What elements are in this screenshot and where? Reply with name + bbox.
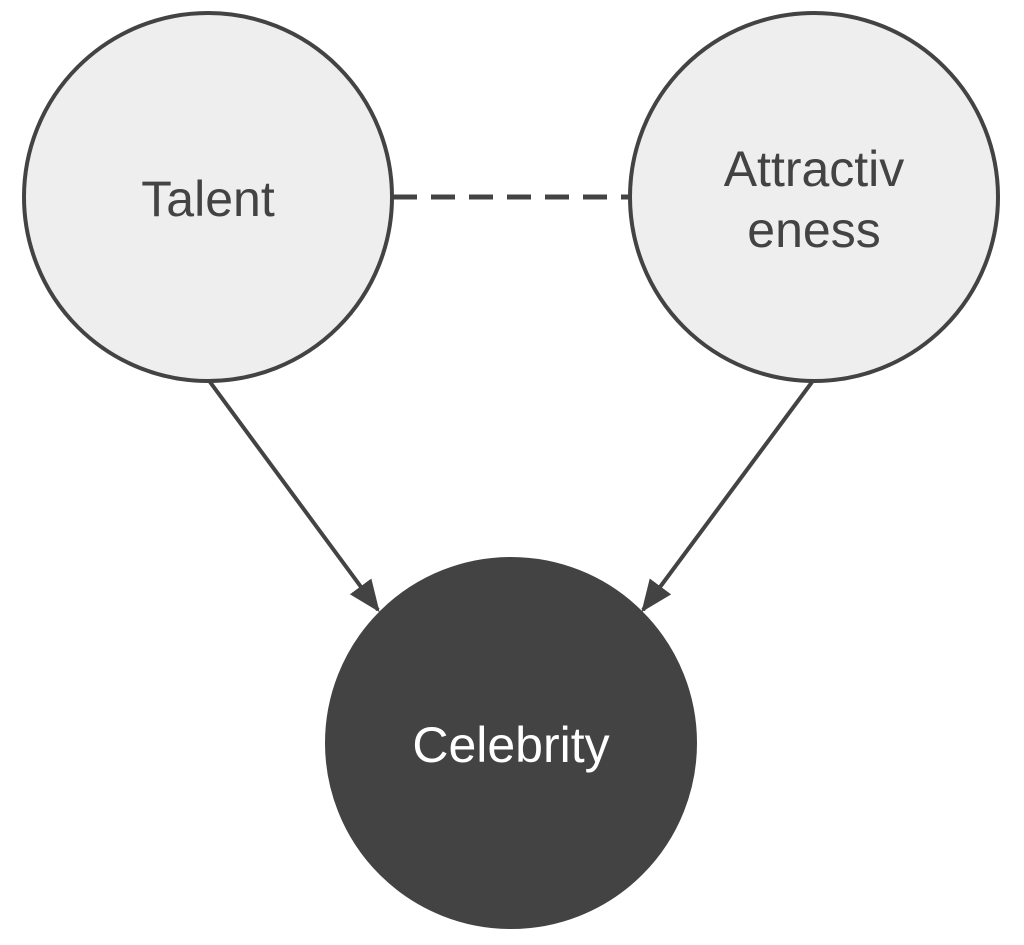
node-celebrity-label: Celebrity (412, 717, 609, 773)
node-attractiveness-label-line2: eness (747, 202, 880, 258)
node-celebrity-circle (325, 557, 697, 929)
node-talent: Talent (22, 11, 394, 383)
edge-attractiveness-celebrity (641, 380, 814, 613)
node-talent-circle (22, 11, 394, 383)
node-attractiveness-circle (628, 11, 1000, 383)
node-attractiveness: Attractiv eness (628, 11, 1000, 383)
edge-talent-celebrity (208, 380, 380, 613)
node-celebrity: Celebrity (325, 557, 697, 929)
node-attractiveness-label-line1: Attractiv (724, 141, 905, 197)
node-talent-label: Talent (141, 171, 275, 227)
